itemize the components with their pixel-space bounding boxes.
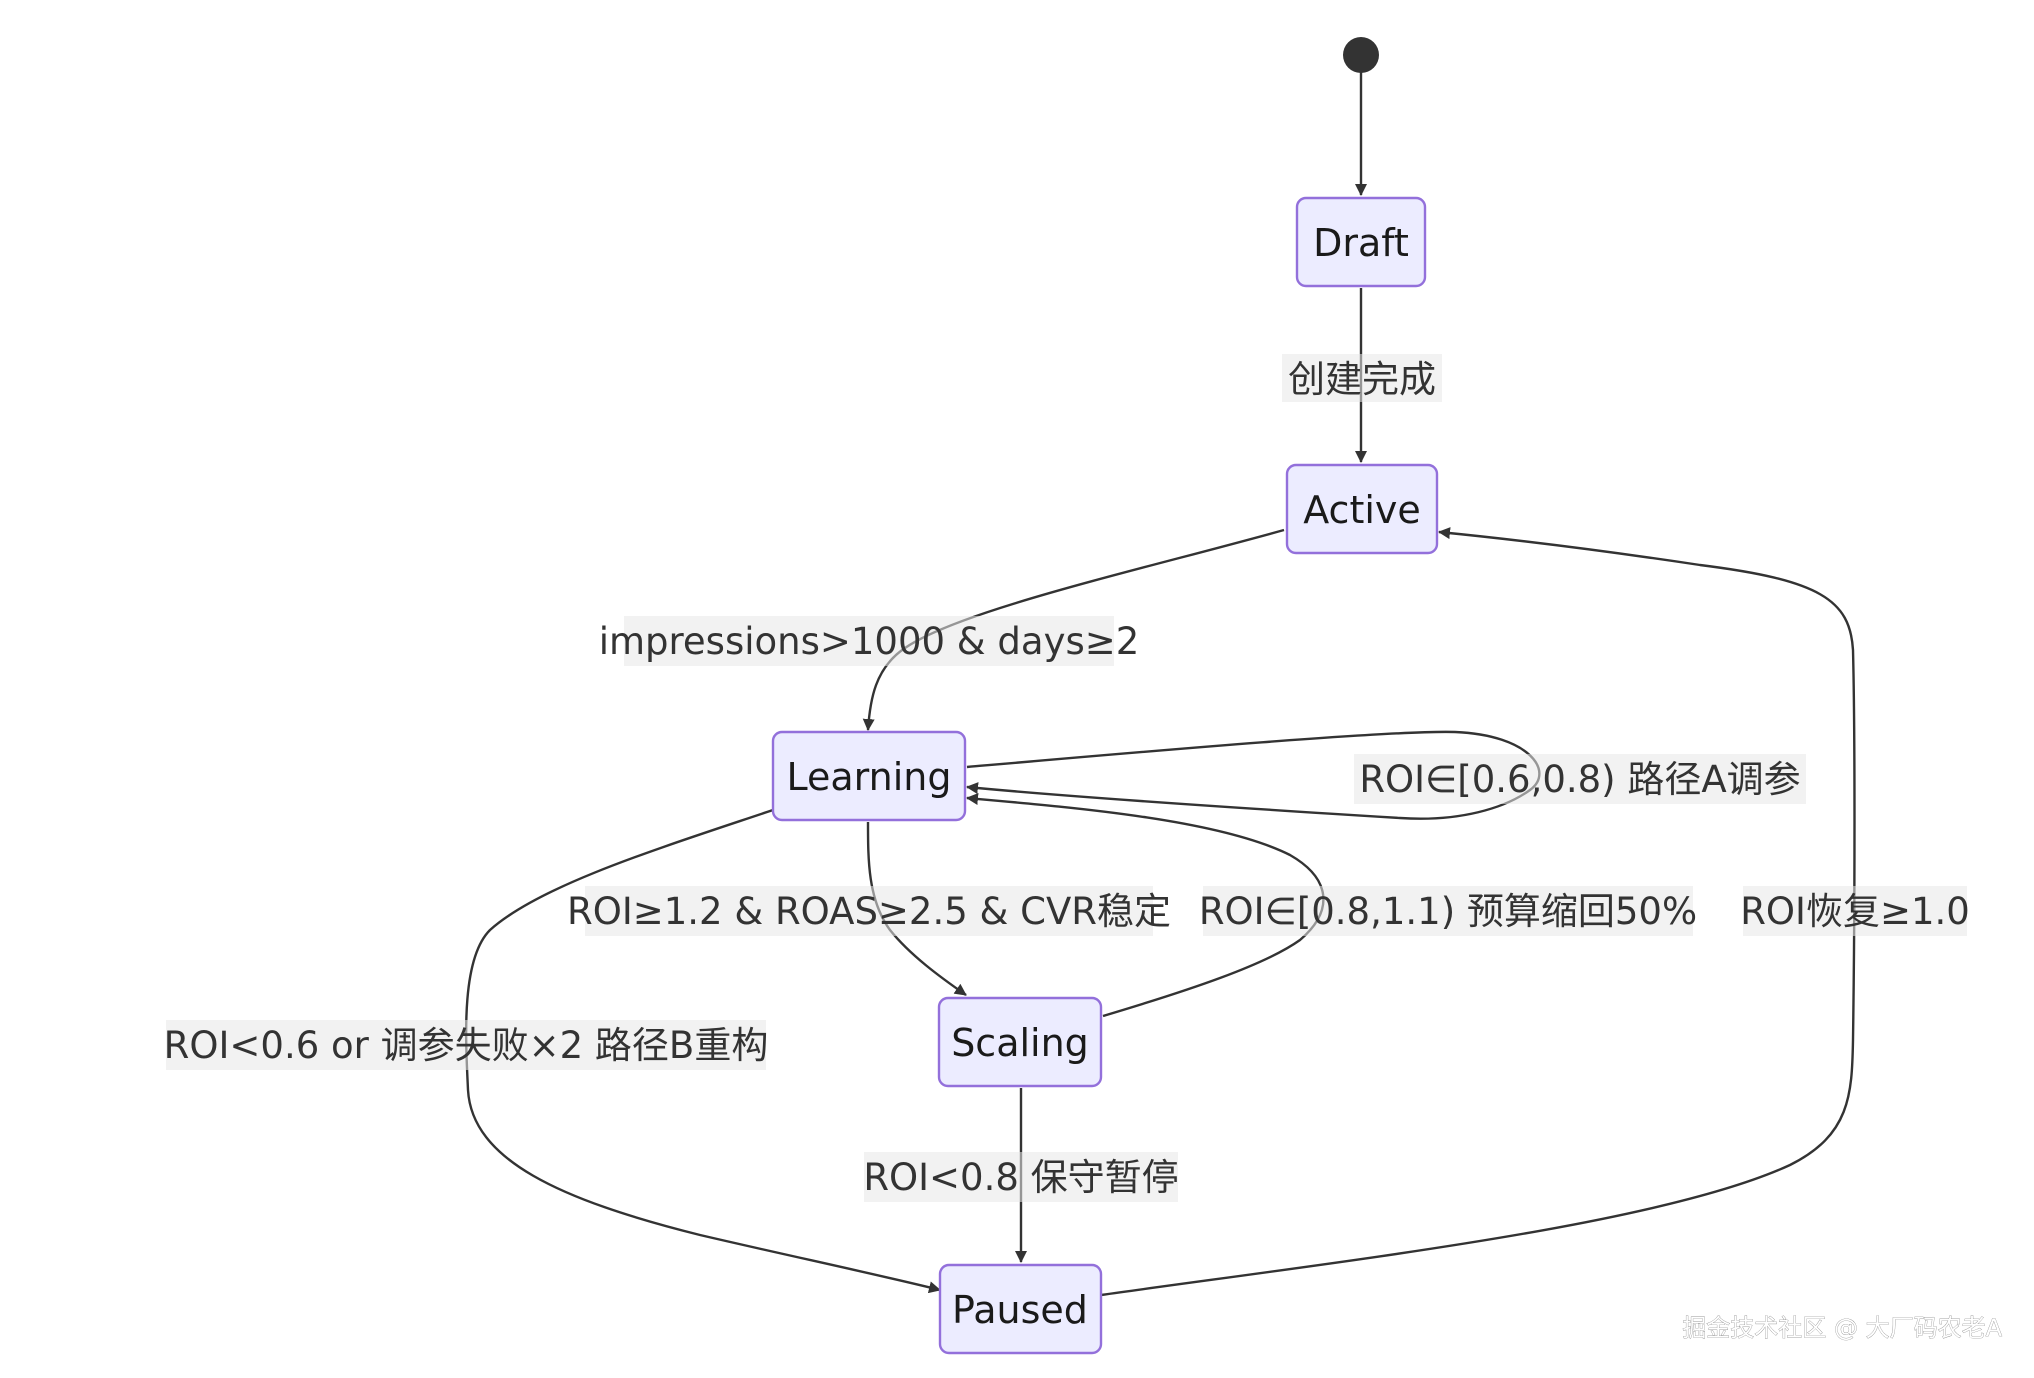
label-scaling-to-learning: ROI∈[0.8,1.1) 预算缩回50% bbox=[1199, 886, 1697, 936]
edge-learning-to-paused bbox=[464, 808, 941, 1294]
label-scaling-to-paused: ROI<0.8 保守暂停 bbox=[863, 1152, 1179, 1202]
label-learning-to-scaling: ROI≥1.2 & ROAS≥2.5 & CVR稳定 bbox=[567, 886, 1171, 936]
state-active[interactable]: Active bbox=[1285, 463, 1439, 555]
svg-text:ROI∈[0.8,1.1) 预算缩回50%: ROI∈[0.8,1.1) 预算缩回50% bbox=[1199, 890, 1697, 933]
initial-state-dot bbox=[1343, 37, 1379, 73]
svg-text:ROI恢复≥1.0: ROI恢复≥1.0 bbox=[1740, 890, 1970, 933]
state-scaling-label: Scaling bbox=[951, 1021, 1089, 1065]
svg-text:impressions>1000 & days≥2: impressions>1000 & days≥2 bbox=[599, 620, 1140, 663]
state-draft[interactable]: Draft bbox=[1295, 196, 1427, 288]
label-learning-self-loop: ROI∈[0.6,0.8) 路径A调参 bbox=[1354, 754, 1806, 804]
label-learning-to-paused: ROI<0.6 or 调参失败×2 路径B重构 bbox=[164, 1020, 769, 1070]
state-paused[interactable]: Paused bbox=[938, 1263, 1103, 1355]
watermark: 掘金技术社区 @ 大厂码农老A bbox=[1682, 1314, 2002, 1342]
state-active-label: Active bbox=[1303, 488, 1421, 532]
state-learning-label: Learning bbox=[787, 755, 952, 799]
state-draft-label: Draft bbox=[1313, 221, 1409, 265]
state-learning[interactable]: Learning bbox=[771, 730, 967, 822]
label-paused-to-active: ROI恢复≥1.0 bbox=[1740, 886, 1970, 936]
svg-text:创建完成: 创建完成 bbox=[1288, 358, 1436, 401]
label-draft-to-active: 创建完成 bbox=[1282, 354, 1442, 402]
state-paused-label: Paused bbox=[952, 1288, 1088, 1332]
label-active-to-learning: impressions>1000 & days≥2 bbox=[599, 616, 1140, 666]
svg-text:ROI≥1.2 & ROAS≥2.5 & CVR稳定: ROI≥1.2 & ROAS≥2.5 & CVR稳定 bbox=[567, 890, 1171, 933]
state-scaling[interactable]: Scaling bbox=[937, 996, 1103, 1088]
edge-scaling-to-learning bbox=[966, 792, 1325, 1018]
svg-text:ROI<0.6 or 调参失败×2 路径B重构: ROI<0.6 or 调参失败×2 路径B重构 bbox=[164, 1024, 769, 1067]
svg-text:ROI∈[0.6,0.8) 路径A调参: ROI∈[0.6,0.8) 路径A调参 bbox=[1359, 758, 1800, 801]
svg-text:ROI<0.8 保守暂停: ROI<0.8 保守暂停 bbox=[863, 1156, 1178, 1199]
